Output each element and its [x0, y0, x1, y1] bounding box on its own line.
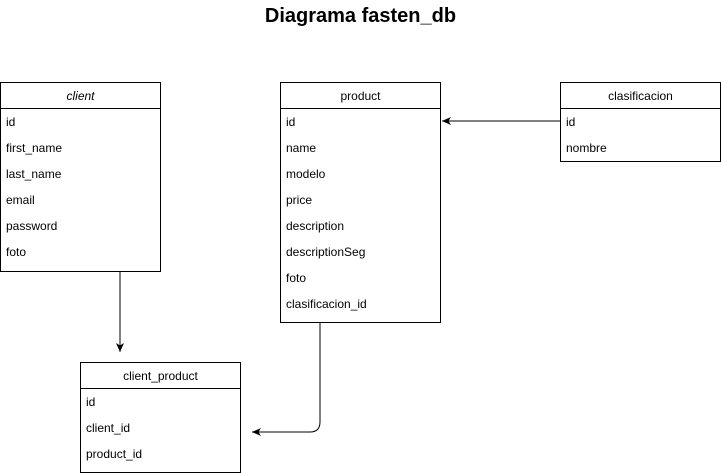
entity-client[interactable]: client id first_name last_name email pas…	[0, 82, 161, 272]
field-row: first_name	[6, 141, 63, 155]
field-list: id first_name last_name email password f…	[1, 109, 160, 265]
field-row: name	[286, 141, 317, 155]
field-row: id	[566, 115, 576, 129]
field-row: nombre	[566, 141, 607, 155]
field-row: foto	[6, 245, 27, 259]
entity-client-product[interactable]: client_product id client_id product_id	[80, 362, 241, 473]
entity-header: client	[1, 83, 160, 109]
field-row: client_id	[86, 421, 131, 435]
entity-product[interactable]: product id name modelo price description…	[280, 82, 441, 323]
entity-clasificacion[interactable]: clasificacion id nombre	[560, 82, 721, 162]
relation-product-client-product	[252, 323, 321, 436]
field-row: descriptionSeg	[286, 245, 366, 259]
field-row: email	[6, 193, 35, 207]
field-list: id name modelo price description descrip…	[281, 109, 440, 317]
field-row: clasificacion_id	[286, 297, 367, 311]
field-row: last_name	[6, 167, 62, 181]
field-row: foto	[286, 271, 307, 285]
entity-header: clasificacion	[561, 83, 720, 109]
field-row: modelo	[286, 167, 326, 181]
field-row: id	[6, 115, 16, 129]
field-row: id	[286, 115, 296, 129]
entity-header: product	[281, 83, 440, 109]
diagram-title: Diagrama fasten_db	[264, 5, 457, 27]
field-list: id nombre	[561, 109, 720, 161]
field-row: description	[286, 219, 345, 233]
field-row: password	[6, 219, 58, 233]
field-row: product_id	[86, 447, 143, 461]
field-row: price	[286, 193, 313, 207]
entity-header: client_product	[81, 363, 240, 389]
field-list: id client_id product_id	[81, 389, 240, 467]
field-row: id	[86, 395, 96, 409]
